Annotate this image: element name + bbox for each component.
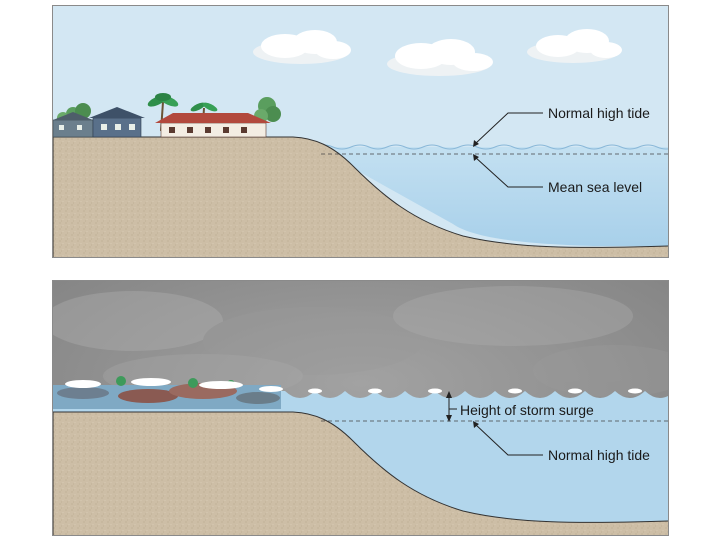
normal-high-tide-label: Normal high tide [548,447,650,463]
storm-surge-height-arrow [446,391,457,422]
whitecaps [308,388,642,394]
storm-surge-illustration: Height of storm surge Normal high tide [53,281,668,535]
wave-surface [314,144,668,150]
cloud [253,30,351,64]
normal-tide-panel: Normal high tide Mean sea level [52,5,669,258]
flood-debris [53,376,283,409]
cloud [387,39,493,76]
storm-cloud-texture [53,286,668,398]
beach-land [53,411,668,535]
normal-high-tide-label: Normal high tide [548,105,650,121]
palm-tree [147,93,179,132]
height-of-storm-surge-label: Height of storm surge [460,402,594,418]
house [155,113,271,138]
mean-sea-level-label: Mean sea level [548,179,642,195]
house [89,107,145,138]
beach-land [53,136,668,257]
cloud [527,29,622,63]
normal-high-tide-callout [473,421,543,456]
sea-water [315,147,668,246]
normal-tide-illustration: Normal high tide Mean sea level [53,6,668,257]
normal-high-tide-callout [473,112,543,147]
mean-sea-level-callout [473,154,543,188]
storm-surge-panel: Height of storm surge Normal high tide [52,280,669,536]
